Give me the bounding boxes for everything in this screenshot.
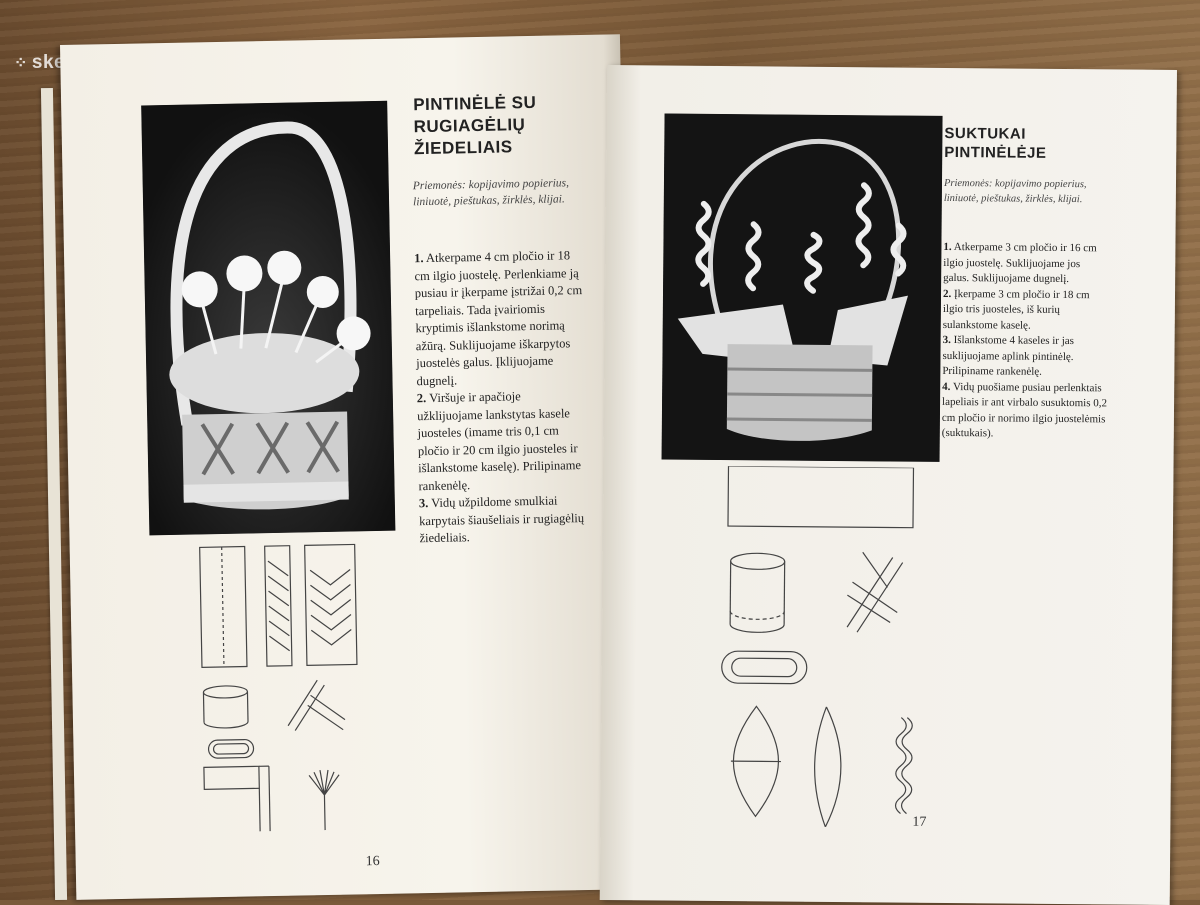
step: 2. Viršuje ir apačioje užklijuojame lank… xyxy=(417,387,589,495)
step-text: Įkerpame 3 cm pločio ir 18 cm ilgio tris… xyxy=(943,288,1090,332)
title-line: SUKTUKAI xyxy=(944,124,1124,145)
right-tools-text: Priemonės: kopijavimo popierius, liniuot… xyxy=(944,176,1104,207)
step-text: Išlankstome 4 kaseles ir jas suklijuojam… xyxy=(942,334,1074,378)
title-line: RUGIAGĖLIŲ xyxy=(413,113,563,138)
page-number: 17 xyxy=(912,815,926,831)
basket-photo xyxy=(662,114,943,462)
left-tools-text: Priemonės: kopijavimo popierius, liniuot… xyxy=(413,175,579,210)
dots-logo-icon: ⁘ xyxy=(14,55,28,72)
step: 1. Atkerpame 4 cm pločio ir 18 cm ilgio … xyxy=(414,247,587,390)
left-steps: 1. Atkerpame 4 cm pločio ir 18 cm ilgio … xyxy=(414,247,590,548)
flower-basket-image xyxy=(141,101,395,536)
step: 1. Atkerpame 3 cm pločio ir 16 cm ilgio … xyxy=(943,240,1108,288)
step-text: Viršuje ir apačioje užklijuojame lanksty… xyxy=(417,389,581,492)
right-page-title: SUKTUKAI PINTINĖLĖJE xyxy=(944,124,1124,164)
page-number: 16 xyxy=(366,854,380,870)
right-diagrams xyxy=(710,466,943,828)
step-text: Atkerpame 3 cm pločio ir 16 cm ilgio juo… xyxy=(943,241,1097,285)
left-diagrams xyxy=(190,539,396,843)
right-page: SUKTUKAI PINTINĖLĖJE Priemonės: kopijavi… xyxy=(600,65,1177,905)
step: 3. Išlankstome 4 kaseles ir jas suklijuo… xyxy=(942,333,1107,381)
curl-basket-image xyxy=(662,114,943,462)
step: 4. Vidų puošiame pusiau perlenktais lape… xyxy=(942,379,1108,442)
step: 3. Vidų užpildome smulkiai karpytais šia… xyxy=(419,492,590,548)
step: 2. Įkerpame 3 cm pločio ir 18 cm ilgio t… xyxy=(943,286,1108,334)
left-page-title: PINTINĖLĖ SU RUGIAGĖLIŲ ŽIEDELIAIS xyxy=(413,91,564,160)
title-line: ŽIEDELIAIS xyxy=(414,135,564,160)
basket-photo xyxy=(141,101,395,536)
step-text: Atkerpame 4 cm pločio ir 18 cm ilgio juo… xyxy=(414,248,582,387)
right-steps: 1. Atkerpame 3 cm pločio ir 16 cm ilgio … xyxy=(942,240,1109,443)
left-page: PINTINĖLĖ SU RUGIAGĖLIŲ ŽIEDELIAIS Priem… xyxy=(60,34,636,900)
step-text: Vidų užpildome smulkiai karpytais šiauše… xyxy=(419,494,584,546)
step-text: Vidų puošiame pusiau perlenktais lapelia… xyxy=(942,381,1107,440)
title-line: PINTINĖLĖJE xyxy=(944,143,1124,164)
title-line: PINTINĖLĖ SU xyxy=(413,91,563,116)
